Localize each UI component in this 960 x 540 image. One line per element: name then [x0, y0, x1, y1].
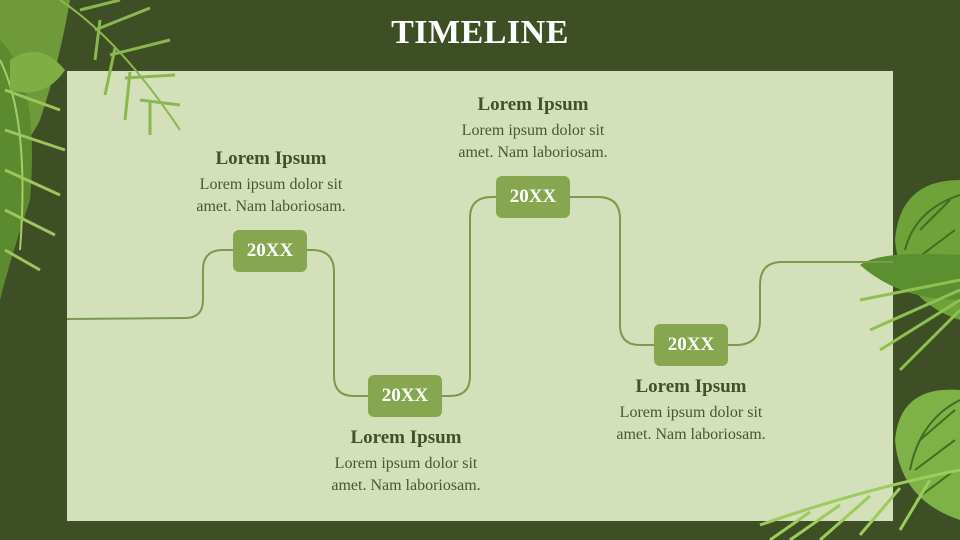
milestone-heading: Lorem Ipsum: [635, 376, 747, 397]
year-badge-2: 20XX: [368, 375, 442, 417]
milestone-text-line-1: Lorem ipsum dolor sit: [461, 122, 605, 139]
milestone-2: Lorem Ipsum Lorem ipsum dolor sit amet. …: [286, 427, 526, 497]
milestone-heading: Lorem Ipsum: [477, 94, 589, 115]
milestone-text-line-2: amet. Nam laboriosam.: [196, 198, 346, 215]
page-title: TIMELINE: [391, 14, 569, 51]
milestone-text-line-2: amet. Nam laboriosam.: [616, 426, 766, 443]
year-badge-4: 20XX: [654, 324, 728, 366]
milestone-heading: Lorem Ipsum: [350, 427, 462, 448]
right-palm-leaves: [759, 180, 960, 540]
content-panel: [67, 71, 893, 521]
timeline-line: [66, 196, 893, 397]
milestone-4: Lorem Ipsum Lorem ipsum dolor sit amet. …: [571, 376, 811, 446]
top-left-palm-leaves: [0, 0, 181, 300]
milestone-text-line-1: Lorem ipsum dolor sit: [619, 404, 763, 421]
year-badge-1: 20XX: [233, 230, 307, 272]
milestone-text-line-1: Lorem ipsum dolor sit: [334, 455, 478, 472]
milestone-3: Lorem Ipsum Lorem ipsum dolor sit amet. …: [413, 94, 653, 164]
year-badge-3: 20XX: [496, 176, 570, 218]
milestone-text-line-2: amet. Nam laboriosam.: [331, 477, 481, 494]
milestone-heading: Lorem Ipsum: [215, 148, 327, 169]
milestone-1: Lorem Ipsum Lorem ipsum dolor sit amet. …: [151, 148, 391, 218]
milestone-text-line-2: amet. Nam laboriosam.: [458, 144, 608, 161]
milestone-text-line-1: Lorem ipsum dolor sit: [199, 176, 343, 193]
